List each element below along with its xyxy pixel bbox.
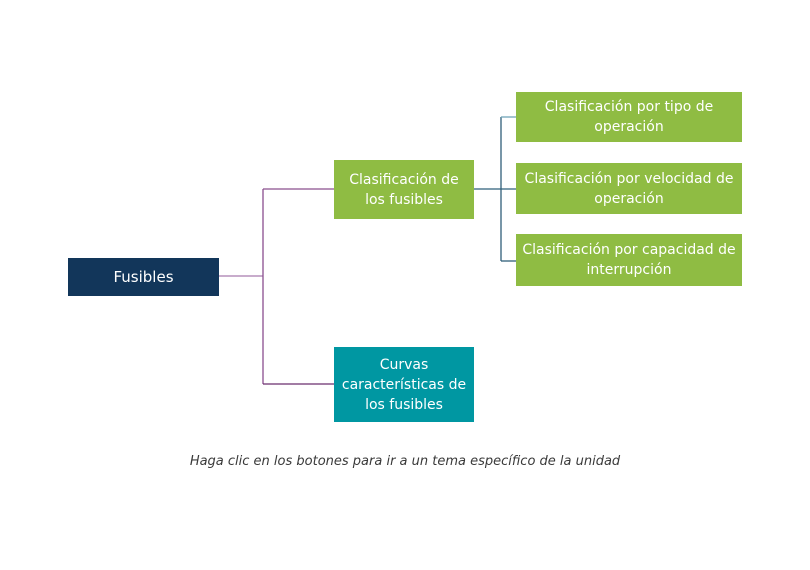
clasificacion-capacidad-interrupcion-label: Clasificación por capacidad de interrupc… [522,242,736,278]
clasificacion-fusibles-button[interactable]: Clasificación de los fusibles [334,160,474,219]
instruction-caption: Haga clic en los botones para ir a un te… [189,454,621,469]
fusibles-button[interactable]: Fusibles [68,258,219,296]
clasificacion-capacidad-interrupcion-button[interactable]: Clasificación por capacidad de interrupc… [516,234,742,286]
curvas-caracteristicas-label: Curvas características de los fusibles [341,356,467,413]
clasificacion-velocidad-operacion-button[interactable]: Clasificación por velocidad de operación [516,163,742,214]
clasificacion-fusibles-label: Clasificación de los fusibles [349,171,459,208]
clasificacion-tipo-operacion-label: Clasificación por tipo de operación [544,99,714,135]
curvas-caracteristicas-button[interactable]: Curvas características de los fusibles [334,347,474,422]
clasificacion-tipo-operacion-button[interactable]: Clasificación por tipo de operación [516,92,742,142]
fusibles-label: Fusibles [113,268,174,286]
clasificacion-velocidad-operacion-label: Clasificación por velocidad de operación [524,170,734,207]
